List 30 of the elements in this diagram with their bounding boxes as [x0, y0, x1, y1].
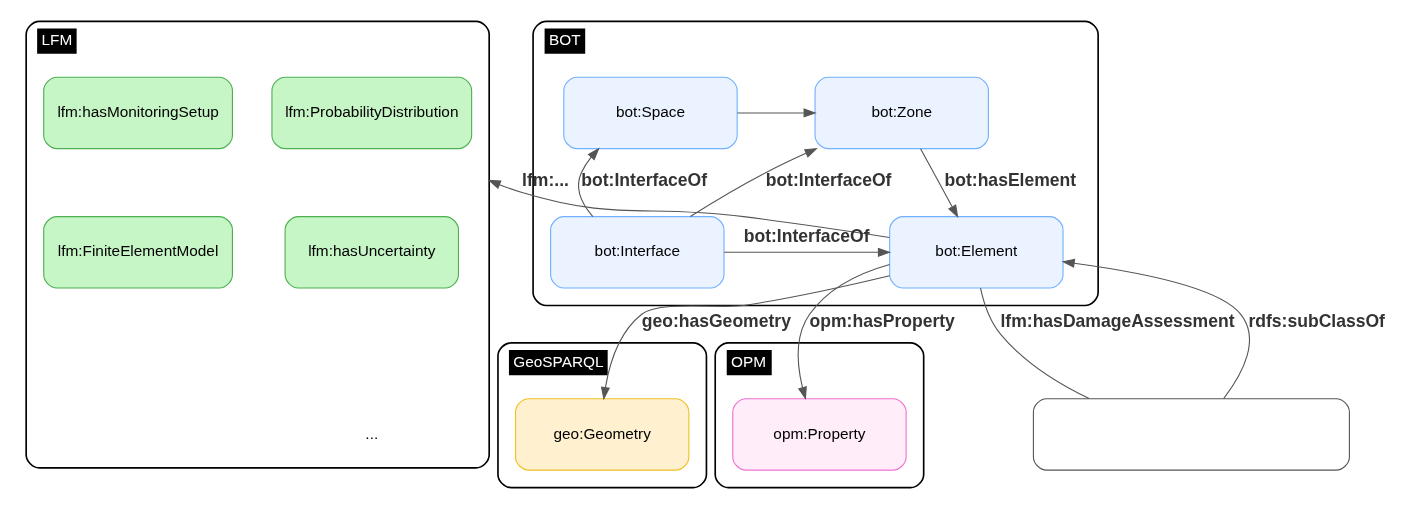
node-box: lfm:hasMonitoringSetup [42, 76, 233, 150]
node-box: bot:Space [562, 76, 738, 150]
arrow [487, 179, 890, 239]
arrow [919, 148, 958, 219]
node-box: bot:Interface [549, 216, 725, 289]
node-box: lfm:hasUncertainty [284, 216, 459, 289]
node-box: bot:Zone [814, 76, 989, 150]
node-box: opm:Property [731, 398, 907, 471]
edge-label: bot:hasElement [944, 169, 1076, 190]
edge-label: bot:InterfaceOf [765, 169, 891, 190]
node-box: lfm:FiniteElementModel [42, 216, 233, 289]
edge-label: bot:InterfaceOf [580, 169, 707, 190]
node-box [1032, 398, 1350, 471]
arrow [600, 275, 890, 401]
edge-label: rdfs:subClassOf [1247, 311, 1385, 332]
arrow [689, 148, 818, 217]
label: ... [364, 424, 378, 442]
arrow [1061, 258, 1250, 399]
connector [979, 287, 1090, 400]
edge-label: bot:InterfaceOf [743, 226, 870, 247]
arrow [577, 147, 600, 218]
edge-label: lfm:hasDamageAssessment [999, 311, 1235, 332]
arrow [723, 247, 891, 257]
node-box: geo:Geometry [514, 398, 689, 471]
node-box: bot:Element [888, 216, 1064, 289]
edge-label: geo:hasGeometry [641, 311, 791, 332]
arrow [736, 108, 817, 118]
arrow [797, 263, 890, 401]
edge-label: opm:hasProperty [809, 311, 955, 332]
node-box: lfm:ProbabilityDistribution [270, 76, 472, 150]
